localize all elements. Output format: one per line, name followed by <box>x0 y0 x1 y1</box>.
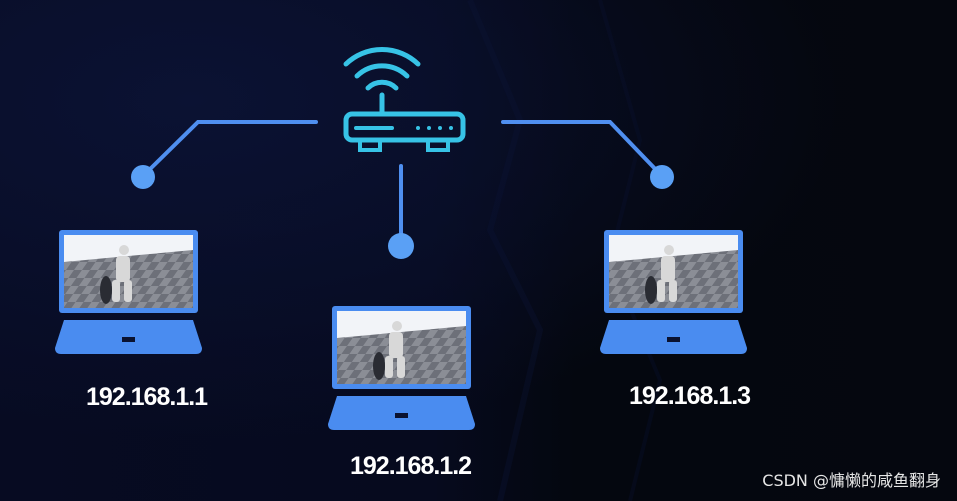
node-left <box>131 165 155 189</box>
wifi-router-icon <box>343 47 466 152</box>
laptop-icon <box>600 230 747 354</box>
link-left <box>141 120 318 178</box>
node-right <box>650 165 674 189</box>
character-figure <box>373 321 405 380</box>
character-figure <box>645 245 677 304</box>
laptop-icon <box>328 306 475 430</box>
network-nodes <box>131 165 674 259</box>
ip-label-laptop-1: 192.168.1.1 <box>86 383 208 411</box>
node-center <box>388 233 414 259</box>
watermark-text: CSDN @慵懒的咸鱼翻身 <box>762 471 941 490</box>
ip-label-laptop-2: 192.168.1.2 <box>350 452 472 480</box>
character-figure <box>100 245 132 304</box>
laptop-icon <box>55 230 202 354</box>
network-links <box>141 120 664 246</box>
link-right <box>501 120 664 178</box>
ip-label-laptop-3: 192.168.1.3 <box>629 382 751 410</box>
